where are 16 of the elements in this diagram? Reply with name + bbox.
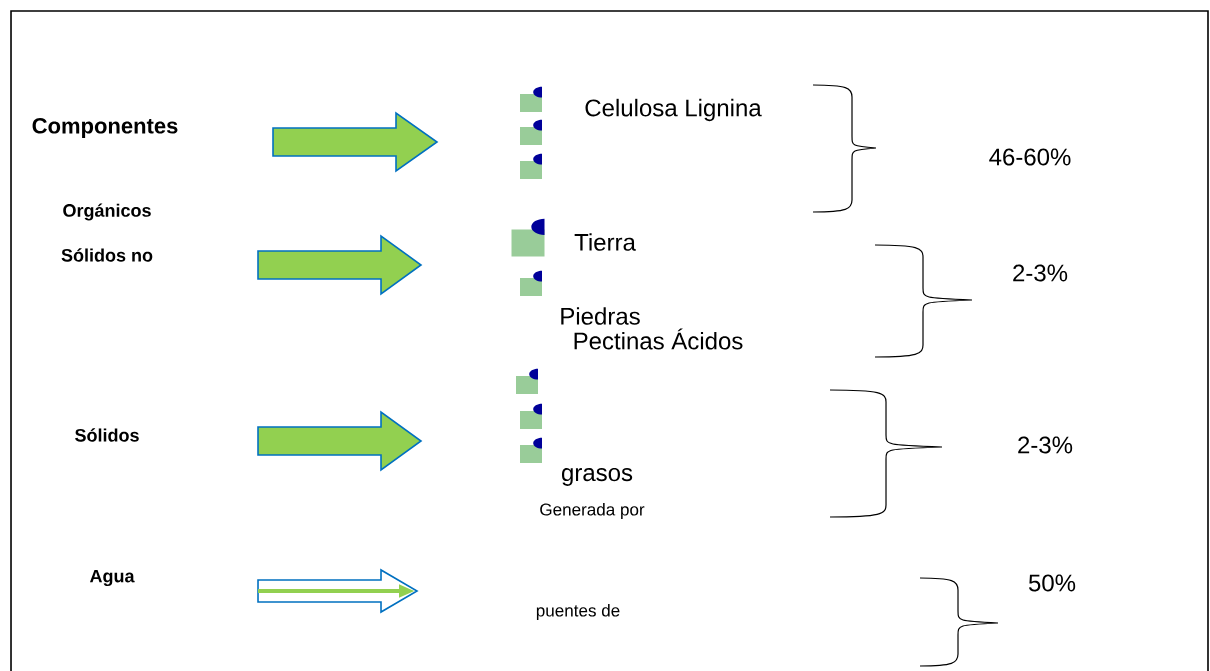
percentage-label: 46-60% [989,148,1071,166]
item-text: Tierra [574,233,636,251]
heading-text: Componentes [32,118,178,138]
percentage-label: 2-3% [1018,436,1073,454]
item-text: Pectinas Ácidos [574,328,743,350]
item-text: Generada por [540,503,645,519]
category-label: Sólidos [75,428,139,442]
category-label: Agua [89,569,135,587]
percentage-label: 50% [1028,574,1076,592]
item-text: puentes de [536,604,620,620]
category-label: Sólidos no [61,248,153,262]
category-label: Orgánicos [63,203,151,221]
item-text: Celulosa Lignina [585,98,762,122]
item-text: Piedras [561,307,640,325]
item-text: grasos [562,468,633,486]
percentage-label: 2-3% [1013,264,1068,282]
